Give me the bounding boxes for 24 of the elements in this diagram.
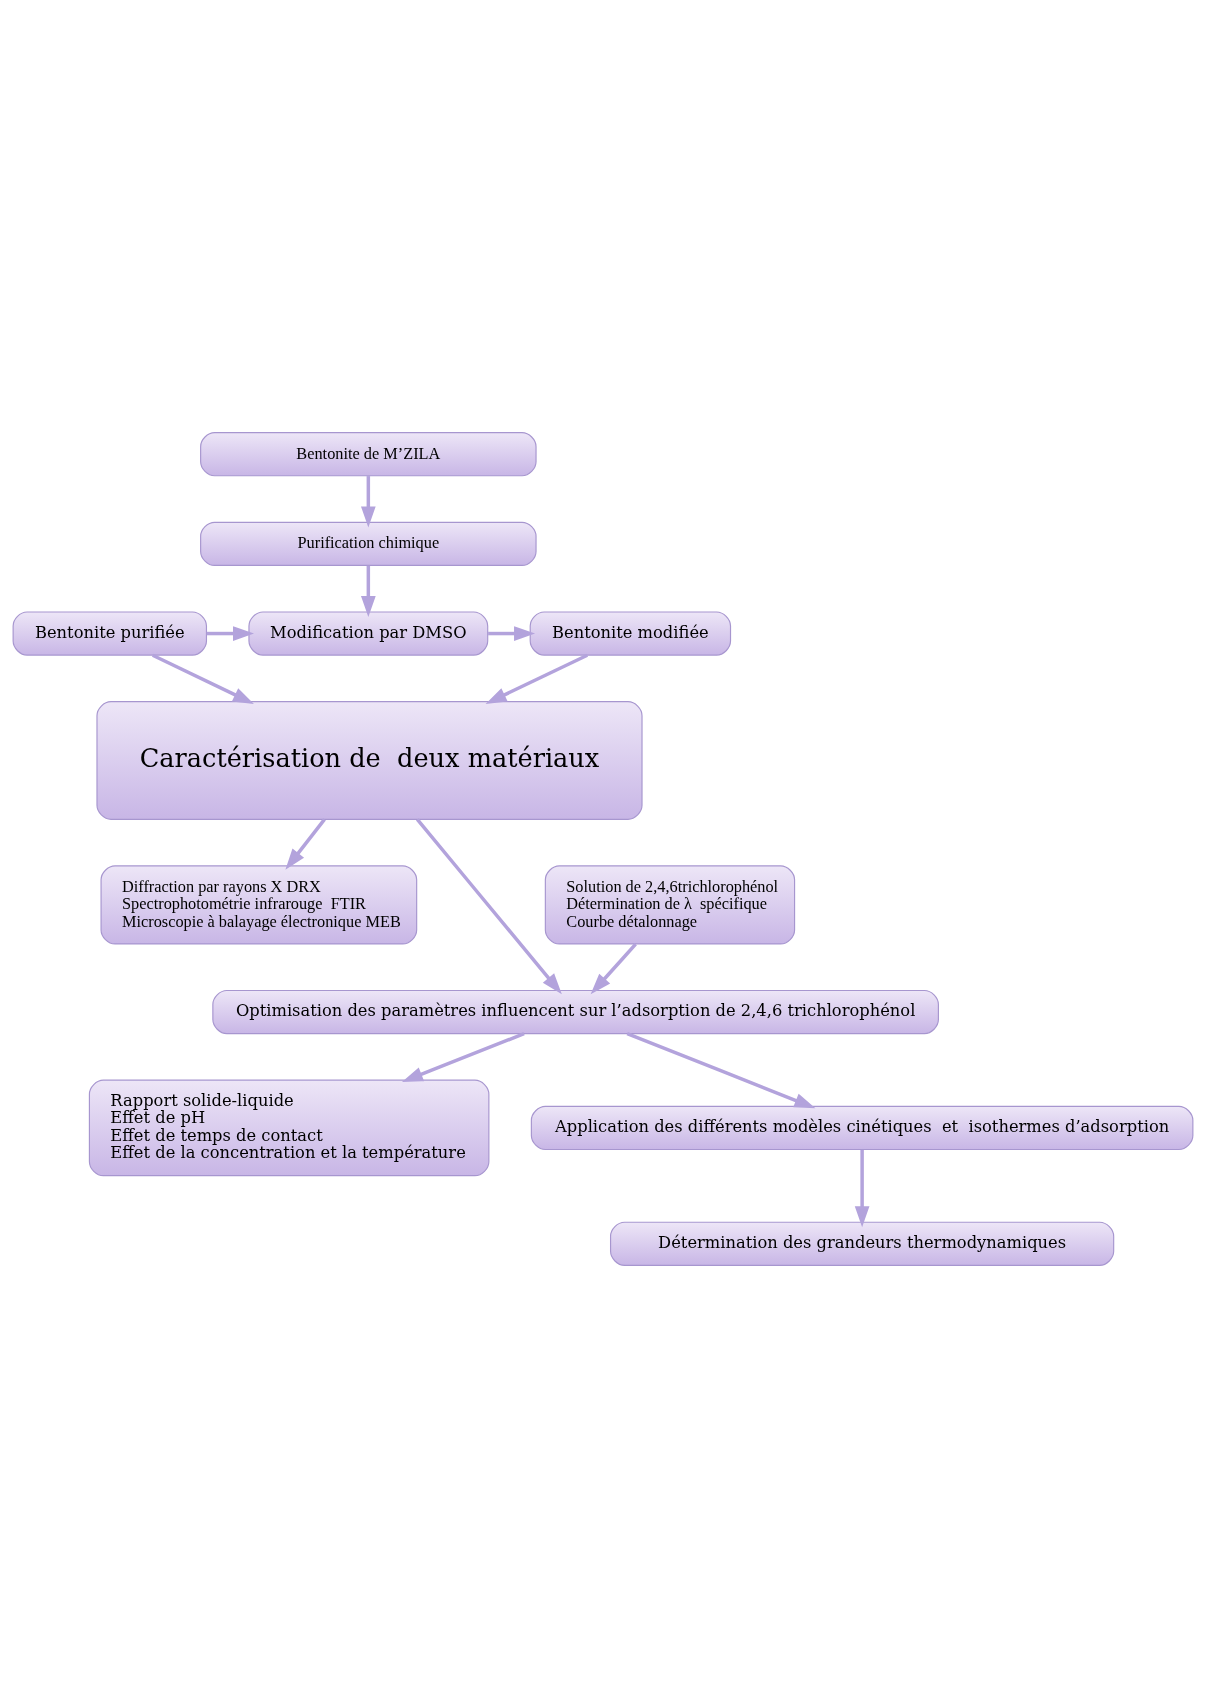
arrow: [485, 653, 589, 704]
node-box: Purification chimique: [200, 521, 537, 566]
node-box: Caractérisation de deux matériaux: [96, 700, 643, 820]
arrow: [361, 565, 376, 617]
arrow: [488, 625, 536, 641]
arrow: [206, 625, 254, 641]
node-box: Modification par DMSO: [248, 610, 489, 656]
node-box: Bentonite modifiée: [529, 610, 732, 656]
arrow: [285, 817, 326, 870]
node-box: Bentonite purifiée: [12, 610, 208, 656]
arrow: [401, 1031, 525, 1082]
arrow: [590, 942, 637, 994]
node-box: Diffraction par rayons X DRX Spectrophotométrie infrarouge FTIR Microscopie à balayage électronique MEB: [100, 864, 418, 944]
arrow: [361, 475, 376, 527]
node-box: Détermination des grandeurs thermodynamiques: [610, 1221, 1115, 1266]
node-box: Optimisation des paramètres influencent sur l’adsorption de 2,4,6 trichlorophénol: [212, 989, 939, 1034]
node-box: Solution de 2,4,6trichlorophénol Détermination de λ spécifique Courbe détalonnage: [544, 864, 796, 944]
arrow: [626, 1031, 816, 1108]
node-box: Bentonite de M’ZILA: [200, 431, 537, 476]
arrow: [151, 653, 254, 704]
arrow: [854, 1149, 870, 1227]
node-box: Rapport solide-liquide Effet de pH Effet de temps de contact Effet de la concentration et la température: [88, 1079, 490, 1176]
arrow: [415, 817, 562, 994]
node-box: Application des différents modèles cinétiques et isothermes d’adsorption: [530, 1105, 1194, 1150]
